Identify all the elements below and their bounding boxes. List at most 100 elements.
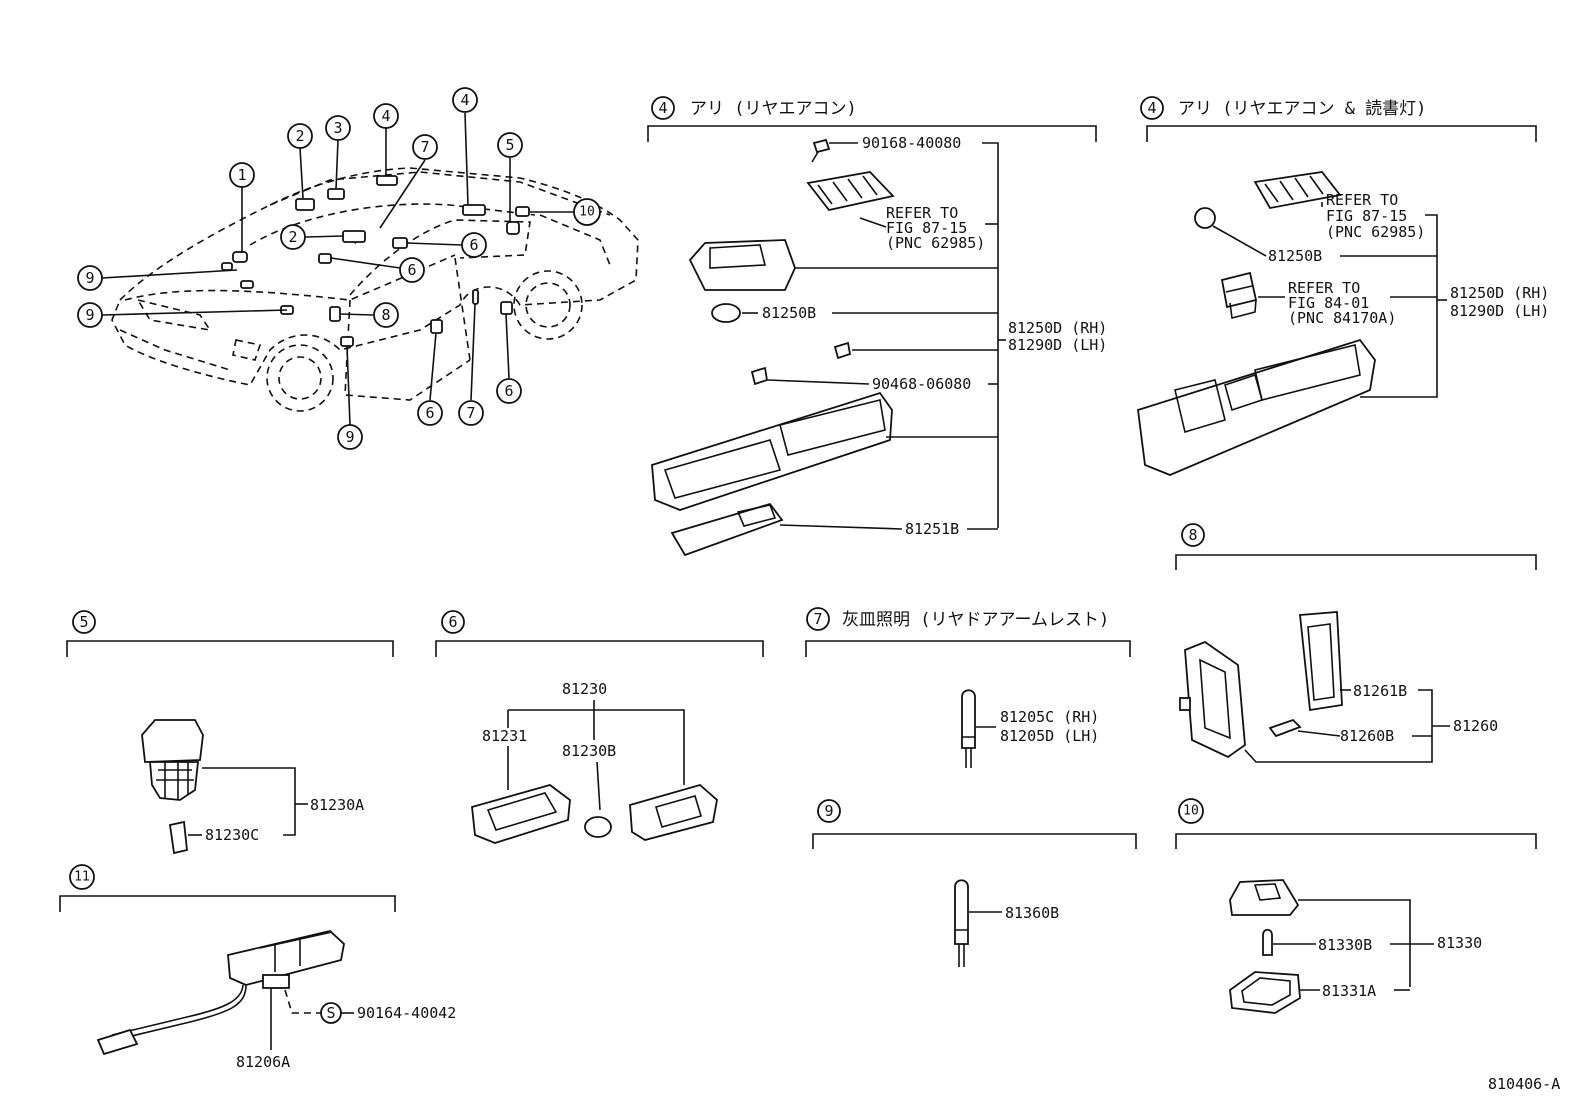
svg-text:6: 6 [448,613,457,631]
reference-note: REFER TO [1326,191,1398,209]
reading-lamp-switch [1220,271,1258,320]
map-lamp-81330 [1229,879,1300,916]
callout-4: 4 [373,103,399,129]
callout-1: 1 [229,162,255,188]
part-number: 81230 [562,680,607,698]
figure-id: 810406-A [1488,1075,1560,1093]
reference-note: (PNC 84170A) [1288,309,1396,327]
console-tray-a [651,391,893,511]
callout-9: 9 [77,265,103,291]
reference-note: FIG 87-15 [1326,207,1407,225]
section-6: 6 81230 81231 81230B [435,610,764,844]
part-number: 81290D (LH) [1450,302,1549,320]
part-number: 81260B [1340,727,1394,745]
svg-text:4: 4 [658,99,667,117]
part-number: 81230C [205,826,259,844]
callout-7: 7 [412,134,438,160]
part-number: 81230B [562,742,616,760]
reference-note: (PNC 62985) [1326,223,1425,241]
section-11: 11 S 90164-40042 81206A [59,864,456,1071]
lens-81251B [670,502,784,557]
socket-housing [629,783,718,841]
callout-9: 9 [337,424,363,450]
section-4-rear-ac: 4 アリ (リヤエアコン) 90168-40080 REFER TO FIG 8… [647,96,1107,557]
bulb-81360B [954,879,969,967]
switch-block-b [1253,171,1342,210]
callout-6: 6 [496,378,522,404]
callout-7: 7 [458,400,484,426]
svg-text:1: 1 [237,166,246,184]
callout-2: 2 [287,123,313,149]
svg-text:8: 8 [1188,526,1197,544]
part-number: 81251B [905,520,959,538]
reference-note: FIG 84-01 [1288,294,1369,312]
part-number: 81261B [1353,682,1407,700]
svg-text:2: 2 [295,127,304,145]
svg-text:6: 6 [407,261,416,279]
part-number: 81260 [1453,717,1498,735]
clip-90468 [750,366,769,386]
part-number: 90168-40080 [862,134,961,152]
part-number: 81250D (RH) [1008,319,1107,337]
callout-5: 5 [497,132,523,158]
bulb-81330B [1262,928,1273,956]
bulb-81230B [584,816,612,838]
part-number: 81231 [482,727,527,745]
section-10: 10 81330B 81330 81331A [1175,798,1537,1014]
reference-note: FIG 87-15 [886,219,967,237]
reference-note: REFER TO [1288,279,1360,297]
part-number: 81205D (LH) [1000,727,1099,745]
part-number: 81205C (RH) [1000,708,1099,726]
car-overview: 1 2 3 4 2 4 7 5 10 6 6 9 9 8 6 7 6 9 [77,87,639,450]
svg-text:10: 10 [579,205,595,220]
lamp-81206A [96,930,345,1056]
part-number: 90468-06080 [872,375,971,393]
svg-text:6: 6 [425,404,434,422]
part-number: 81330B [1318,936,1372,954]
callout-10: 10 [573,198,601,226]
lens-81331A [1229,971,1301,1014]
lens-81261B [1299,611,1343,712]
svg-text:4: 4 [381,107,390,125]
svg-text:5: 5 [79,613,88,631]
section-title: アリ (リヤエアコン & 読書灯) [1178,99,1426,119]
part-number: 81250B [1268,247,1322,265]
svg-text:9: 9 [85,306,94,324]
svg-text:3: 3 [333,119,342,137]
part-number: 81330 [1437,934,1482,952]
svg-text:4: 4 [1147,99,1156,117]
part-number: 81360B [1005,904,1059,922]
callout-6: 6 [417,400,443,426]
clip [833,341,852,360]
reference-note: REFER TO [886,204,958,222]
bulb-81260B [1268,718,1302,738]
svg-text:6: 6 [469,236,478,254]
bulb-81205C [961,689,976,768]
svg-text:4: 4 [460,91,469,109]
bulb-81250B [1194,207,1216,229]
console-tray-b [1137,338,1376,476]
callout-9: 9 [77,302,103,328]
lens-81231 [471,784,571,844]
svg-text:9: 9 [345,428,354,446]
callout-4: 4 [452,87,478,113]
section-title: アリ (リヤエアコン) [690,99,857,119]
section-5: 5 81230A 81230C [66,610,394,855]
callout-2: 2 [280,224,306,250]
bulb-81250B [711,303,741,323]
section-9: 9 81360B [812,799,1137,967]
part-number: 81250B [762,304,816,322]
svg-text:9: 9 [824,802,833,820]
section-title: 灰皿照明 (リヤドアアームレスト) [842,610,1109,630]
svg-text:8: 8 [381,306,390,324]
part-number: 81331A [1322,982,1376,1000]
callout-6: 6 [399,257,425,283]
lamp-housing-a [688,239,796,291]
bulb-81230C [168,820,188,855]
part-number: 81206A [236,1053,290,1071]
part-number: 81290D (LH) [1008,336,1107,354]
svg-text:10: 10 [1183,804,1199,819]
callout-8: 8 [373,302,399,328]
section-4-rear-ac-reading-lamp: 4 アリ (リヤエアコン & 読書灯) REFER TO FIG 87-15 (… [1137,96,1549,476]
